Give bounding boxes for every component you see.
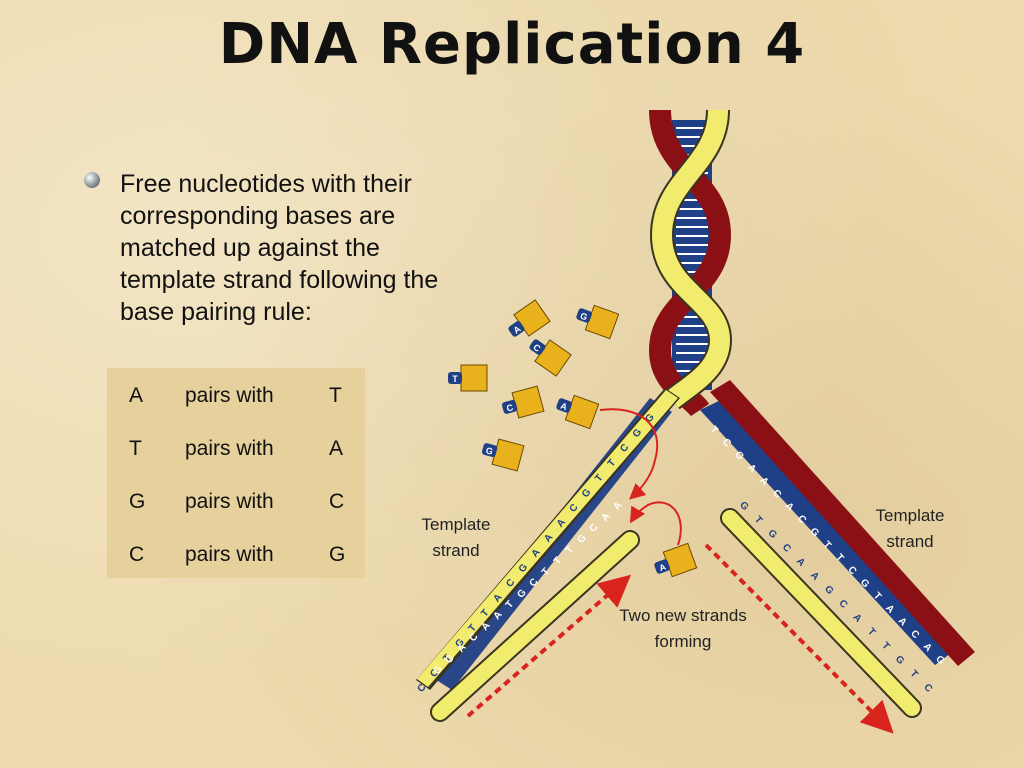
right-new-strand — [720, 508, 922, 718]
base-letter: T — [593, 473, 605, 485]
new-strands-label: Two new strands forming — [619, 606, 747, 651]
base-letter: G — [893, 654, 907, 667]
free-nucleotide: C — [529, 339, 572, 377]
base-letter: A — [758, 475, 771, 488]
base-letter: A — [794, 556, 807, 569]
base-letter: C — [780, 542, 793, 555]
right-new-backbone — [722, 510, 920, 716]
base-letter: G — [575, 533, 589, 546]
base-letter: T — [441, 653, 453, 665]
free-nucleotide: G — [576, 304, 620, 340]
free-nucleotide: C — [502, 385, 545, 419]
double-helix — [648, 109, 733, 417]
pair-verb: pairs with — [185, 490, 274, 513]
pair-row: G pairs with C — [107, 476, 365, 528]
pair-row: A pairs with T — [107, 370, 365, 422]
base-letter: C — [836, 598, 849, 611]
base-letter: T — [564, 544, 576, 556]
pair-partner: A — [329, 437, 344, 460]
base-letter: A — [808, 570, 821, 583]
base-letter: G — [822, 584, 836, 597]
base-letter: T — [552, 555, 564, 567]
base-letter: T — [752, 514, 764, 526]
nucleotide-base-letter: A — [511, 323, 522, 335]
pair-row: T pairs with A — [107, 423, 365, 475]
pair-partner: G — [329, 543, 346, 566]
base-letter: G — [737, 500, 751, 513]
bullet-icon — [84, 172, 100, 188]
left-direction-arrow — [466, 574, 632, 718]
free-nucleotide: T — [448, 364, 488, 392]
page-title: DNA Replication 4 — [218, 12, 806, 77]
nucleotide-base-letter: G — [579, 311, 589, 323]
nucleotide-binding-arrow — [599, 408, 659, 500]
base-letter: T — [908, 668, 920, 680]
base-letter: T — [606, 458, 618, 470]
base-letter: T — [479, 608, 491, 620]
base-letter: C — [588, 522, 601, 535]
free-nucleotide: A — [508, 299, 551, 337]
nucleotide-base-letter: C — [531, 342, 542, 354]
pair-verb: pairs with — [185, 543, 274, 566]
bullet-text: Free nucleotides with their correspondin… — [120, 170, 439, 326]
pair-partner: T — [329, 384, 342, 407]
free-nucleotide: A — [556, 394, 600, 430]
pair-base: A — [129, 384, 144, 407]
pair-row: C pairs with G — [107, 529, 365, 581]
base-letter: T — [504, 599, 516, 611]
right-base-block — [700, 398, 955, 665]
nucleotide-base-letter: T — [452, 374, 458, 384]
free-nucleotide: G — [482, 438, 525, 472]
helix-yellow-backbone — [651, 109, 731, 408]
nucleotide-base-letter: A — [559, 401, 569, 413]
base-letter: G — [765, 528, 779, 541]
left-backbone — [417, 390, 678, 687]
left-new-backbone — [432, 532, 638, 720]
base-letter: T — [871, 590, 883, 602]
pair-verb: pairs with — [185, 437, 274, 460]
bullet-point: Free nucleotides with their correspondin… — [84, 168, 444, 328]
pair-base: C — [129, 543, 145, 566]
base-letter: A — [851, 612, 864, 625]
template-strand-label-left: Template strand — [421, 515, 491, 560]
pair-partner: C — [329, 490, 345, 513]
base-letter: C — [770, 488, 783, 501]
pair-base: G — [129, 490, 146, 513]
base-letter: A — [600, 511, 613, 524]
base-pairing-table: A pairs with T T pairs with A G pairs wi… — [107, 368, 365, 578]
base-letter: T — [708, 424, 720, 436]
pair-base: T — [129, 437, 142, 460]
base-letter: A — [745, 462, 758, 475]
free-nucleotide: A — [654, 542, 698, 578]
pair-verb: pairs with — [185, 384, 274, 407]
left-new-strand — [430, 530, 640, 722]
base-letter: C — [720, 437, 733, 450]
base-letter: T — [821, 539, 833, 551]
base-letter: T — [833, 552, 845, 564]
nucleotide-base-letter: A — [658, 561, 668, 573]
nucleotide-binding-arrow — [629, 501, 682, 546]
nucleotide-base-letter: C — [505, 402, 514, 413]
base-letter: A — [612, 500, 625, 513]
base-letter: T — [540, 566, 552, 578]
nucleotide-base-letter: G — [485, 445, 494, 456]
base-letter: C — [921, 682, 934, 695]
base-letter: T — [879, 640, 891, 652]
template-strand-label-right: Template strand — [875, 506, 945, 551]
base-letter: T — [865, 626, 877, 638]
base-letter: T — [467, 623, 479, 635]
right-backbone — [710, 380, 975, 666]
